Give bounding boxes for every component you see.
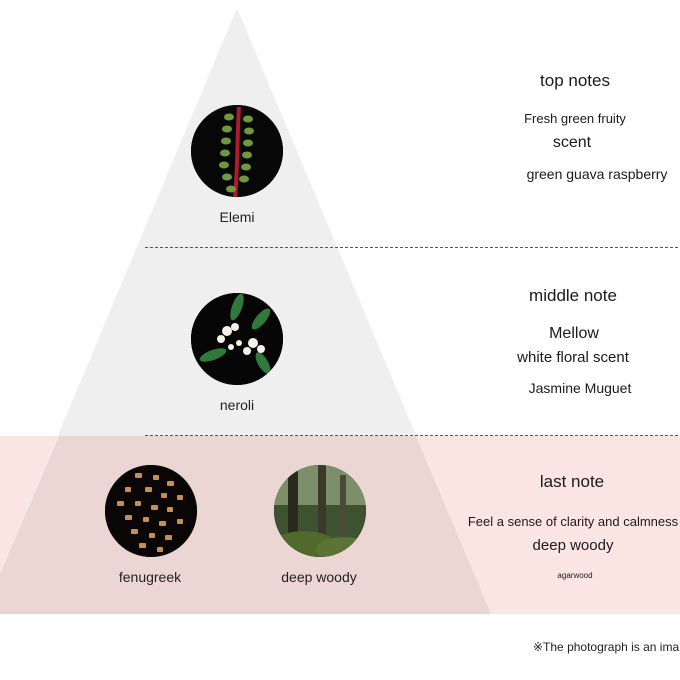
divider-top-middle xyxy=(145,247,678,248)
tier-line: Mellow xyxy=(549,325,599,342)
tier-line: Fresh green fruity xyxy=(524,111,626,126)
tier-line: white floral scent xyxy=(517,349,629,366)
neroli-photo xyxy=(191,293,283,385)
tier-line: Jasmine Muguet xyxy=(528,380,632,396)
divider-middle-last xyxy=(145,435,678,436)
tier-heading-last: last note xyxy=(539,472,605,491)
ingredient-label-neroli: neroli xyxy=(219,397,255,413)
photo-disclaimer: ※The photograph is an ima xyxy=(533,640,680,654)
tier-heading-top: top notes xyxy=(540,71,610,90)
tier-heading-middle: middle note xyxy=(529,286,617,305)
tier-line: green guava raspberry xyxy=(526,166,668,182)
ingredient-label-fenugreek: fenugreek xyxy=(118,569,182,585)
tier-line: agarwood xyxy=(557,571,593,580)
deep-woody-photo xyxy=(274,465,366,557)
tier-line: Feel a sense of clarity and calmness xyxy=(467,514,679,529)
tier-line: deep woody xyxy=(532,537,614,554)
fenugreek-photo xyxy=(105,465,197,557)
ingredient-label-deep-woody: deep woody xyxy=(281,569,357,585)
ingredient-label-elemi: Elemi xyxy=(219,209,255,225)
tier-line: scent xyxy=(552,134,592,151)
elemi-photo xyxy=(191,105,283,197)
